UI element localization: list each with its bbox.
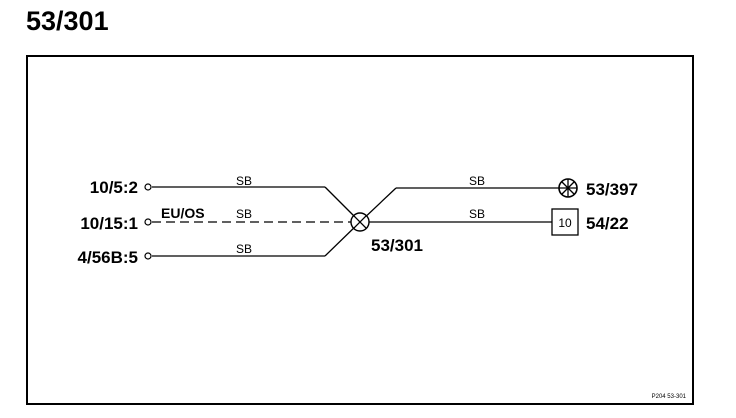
page-title: 53/301	[26, 6, 109, 36]
terminal-circle-2	[144, 218, 152, 226]
wire-color-left-bottom: SB	[236, 242, 252, 256]
wire-color-right-top: SB	[469, 174, 485, 188]
diagram-frame	[26, 55, 694, 405]
lamp-icon	[558, 178, 578, 198]
left-terminal-label-3: 4/56B:5	[78, 248, 138, 267]
connector-box-number: 10	[558, 216, 572, 230]
right-top-target-label: 53/397	[586, 180, 638, 199]
terminal-circle-3	[144, 252, 152, 260]
eu-os-label: EU/OS	[161, 205, 205, 221]
wire-color-left-top: SB	[236, 174, 252, 188]
right-mid-target-label: 54/22	[586, 214, 629, 233]
left-terminal-label-2: 10/15:1	[80, 214, 138, 233]
left-terminal-label-1: 10/5:2	[90, 178, 138, 197]
connector-box	[551, 208, 579, 236]
figure-code: P204 53-301	[652, 394, 687, 400]
terminal-circle-1	[144, 183, 152, 191]
wire-color-left-mid: SB	[236, 207, 252, 221]
splice-label: 53/301	[371, 236, 423, 255]
wire-color-right-mid: SB	[469, 207, 485, 221]
splice-icon	[350, 212, 370, 232]
